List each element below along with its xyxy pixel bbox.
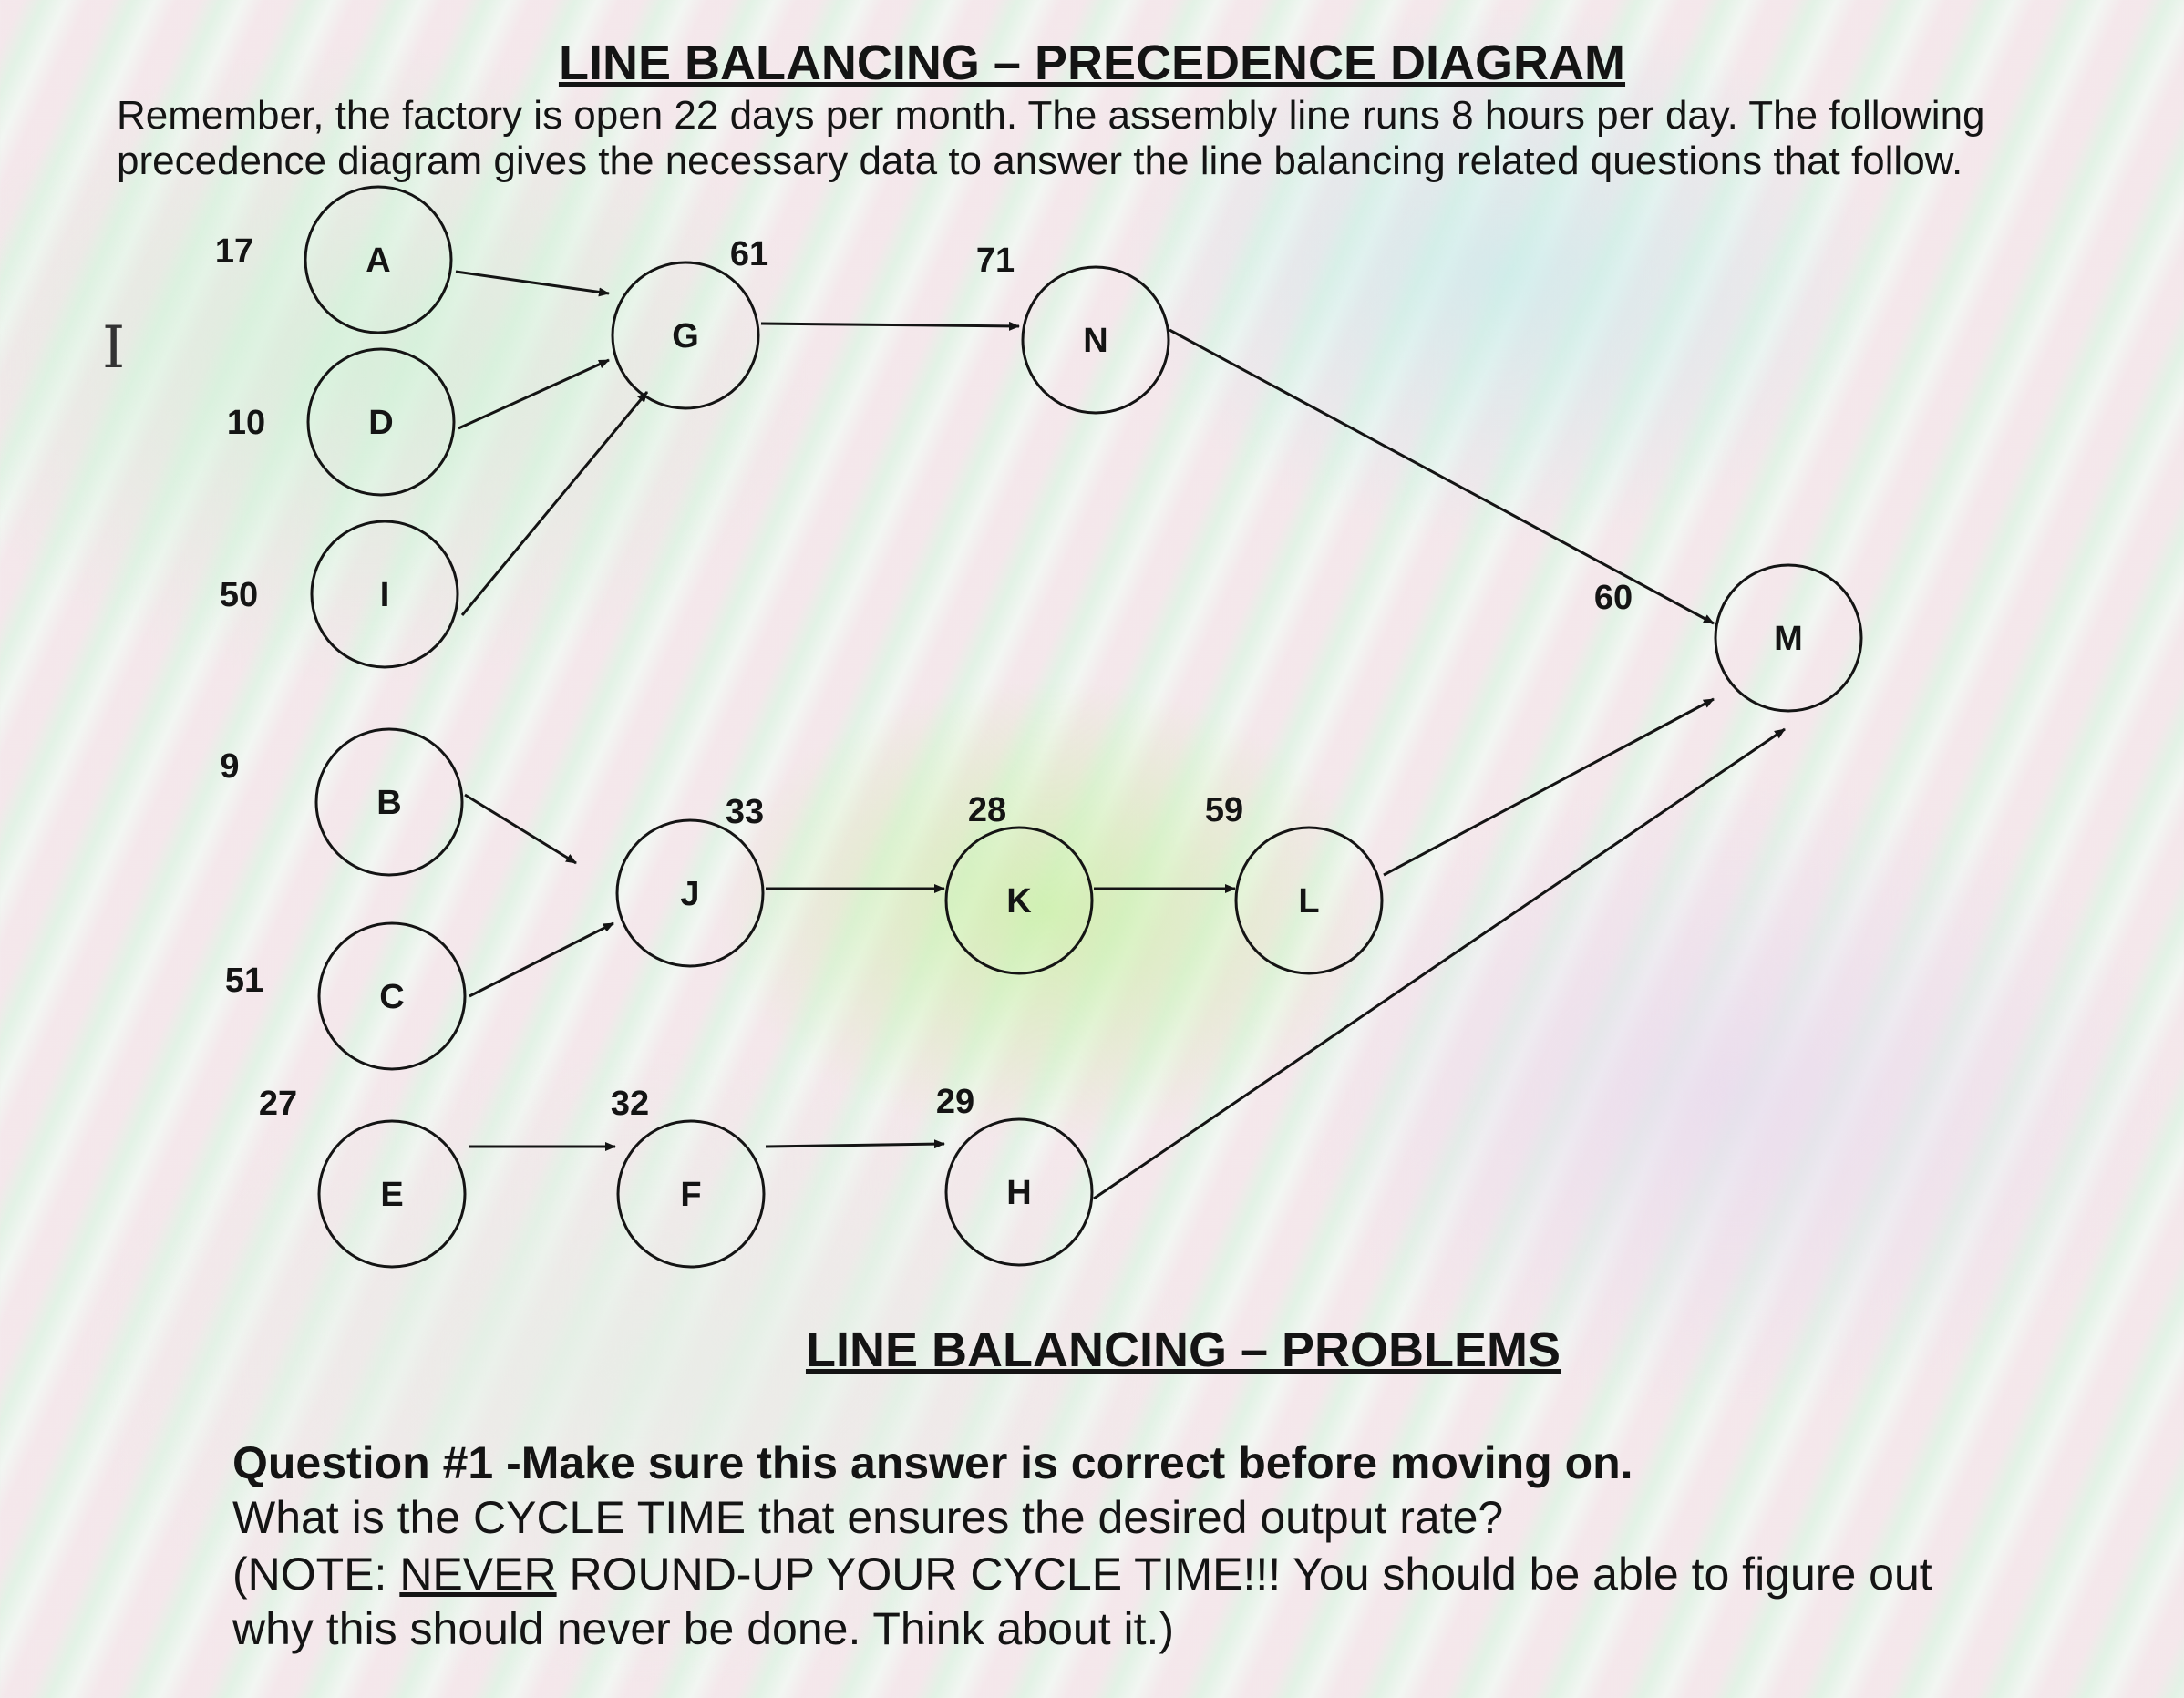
task-label-c: C (379, 978, 404, 1016)
arrow-g-to-n (760, 321, 1020, 331)
task-label-n: N (1083, 322, 1107, 360)
task-node-j (615, 818, 765, 968)
task-time-g: 61 (730, 235, 768, 273)
arrow-a-to-g (455, 270, 610, 297)
task-node-i (310, 520, 459, 669)
note-prefix: (NOTE: (232, 1549, 400, 1600)
page-title: LINE BALANCING – PRECEDENCE DIAGRAM (558, 36, 1626, 90)
task-node-h (944, 1117, 1094, 1267)
task-time-a: 17 (215, 232, 253, 271)
task-node-e (317, 1119, 467, 1269)
task-node-n (1021, 265, 1170, 415)
arrow-n-to-m (1169, 328, 1715, 625)
task-time-f: 32 (611, 1085, 649, 1123)
arrow-f-to-h (765, 1139, 945, 1149)
task-label-i: I (380, 576, 390, 614)
arrow-h-to-m (1093, 727, 1786, 1200)
task-time-c: 51 (225, 962, 263, 1000)
problems-title: LINE BALANCING – PROBLEMS (805, 1322, 1561, 1377)
task-node-f (616, 1119, 766, 1269)
intro-line-2: precedence diagram gives the necessary d… (117, 139, 1963, 183)
task-label-f: F (680, 1176, 701, 1214)
task-node-m (1714, 563, 1863, 713)
task-node-k (944, 826, 1094, 975)
task-node-b (314, 727, 464, 877)
question-1-note: (NOTE: NEVER ROUND-UP YOUR CYCLE TIME!!!… (232, 1547, 1932, 1601)
arrow-i-to-g (460, 391, 649, 616)
task-time-d: 10 (227, 404, 265, 442)
arrow-d-to-g (458, 358, 610, 430)
task-label-e: E (380, 1176, 403, 1214)
text-cursor-icon: I (102, 314, 126, 382)
task-time-m: 60 (1594, 579, 1633, 617)
task-label-b: B (376, 784, 401, 822)
note-emphasis: NEVER (399, 1549, 557, 1600)
task-node-d (306, 347, 456, 497)
question-1-label: Question #1 -Make sure this answer is co… (232, 1437, 1633, 1488)
task-time-b: 9 (220, 747, 239, 786)
arrow-b-to-j (464, 793, 577, 865)
intro-line-1: Remember, the factory is open 22 days pe… (117, 93, 1985, 138)
task-label-k: K (1006, 882, 1032, 921)
task-time-h: 29 (936, 1083, 974, 1121)
task-time-k: 28 (968, 791, 1006, 829)
task-node-a (304, 185, 453, 334)
task-time-n: 71 (976, 242, 1015, 280)
task-time-e: 27 (259, 1085, 297, 1123)
task-label-m: M (1774, 620, 1803, 658)
task-node-g (611, 261, 760, 410)
task-node-l (1234, 826, 1384, 975)
arrow-c-to-j (469, 921, 614, 998)
task-node-c (317, 921, 467, 1071)
task-label-a: A (366, 242, 390, 280)
task-label-h: H (1006, 1174, 1031, 1212)
question-1-note-line-2: why this should never be done. Think abo… (232, 1603, 1175, 1654)
task-label-j: J (680, 875, 699, 913)
arrow-l-to-m (1383, 697, 1715, 877)
task-label-l: L (1298, 882, 1319, 921)
task-time-i: 50 (220, 576, 258, 614)
task-label-d: D (368, 404, 393, 442)
question-1-text: What is the CYCLE TIME that ensures the … (232, 1492, 1504, 1543)
task-time-j: 33 (726, 793, 764, 831)
task-time-l: 59 (1205, 791, 1243, 829)
task-label-g: G (672, 317, 699, 355)
note-line1-rest: ROUND-UP YOUR CYCLE TIME!!! You should b… (556, 1549, 1932, 1600)
